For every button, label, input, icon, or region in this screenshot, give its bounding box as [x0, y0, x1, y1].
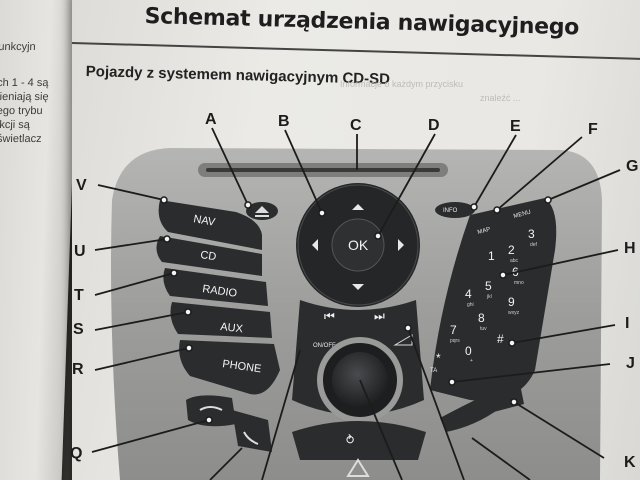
callout-d: D — [428, 117, 440, 134]
hazard-icon — [346, 458, 370, 477]
callout-h: H — [624, 240, 636, 257]
info-label: INFO — [443, 208, 458, 214]
radio-label: RADIO — [202, 283, 239, 300]
left-arrow-icon — [312, 239, 318, 251]
next-track-icon: ⏭ — [374, 309, 385, 323]
aux-button[interactable] — [170, 302, 272, 338]
onoff-label: ON/OFF — [313, 343, 336, 349]
callout-a: A — [205, 111, 217, 128]
climate-button[interactable] — [292, 421, 426, 460]
key-star[interactable]: * — [436, 351, 441, 365]
key-hash[interactable]: # — [497, 332, 504, 346]
call-accept-button[interactable] — [232, 410, 272, 452]
key-5[interactable]: 5 — [485, 279, 492, 293]
key-8-letters: tuv — [480, 326, 487, 332]
cd-button[interactable] — [156, 236, 262, 276]
callout-k: K — [624, 454, 636, 471]
previous-track-icon: ⏮ — [324, 309, 335, 323]
callout-b: B — [278, 113, 290, 130]
ghost-text-2: znaleźć ... — [480, 93, 521, 103]
leader-lines — [91, 127, 621, 480]
ok-label: OK — [348, 237, 369, 253]
callout-e: E — [510, 118, 521, 135]
ok-button[interactable] — [331, 218, 385, 272]
key-4[interactable]: 4 — [465, 287, 472, 301]
cd-label: CD — [200, 249, 217, 263]
key-2[interactable]: 2 — [508, 243, 515, 257]
key-8[interactable]: 8 — [478, 311, 485, 325]
key-9-letters: wxyz — [508, 310, 520, 316]
nav-label: NAV — [192, 213, 216, 229]
key-2-letters: abc — [510, 258, 519, 264]
phone-icon — [243, 431, 259, 445]
callout-j: J — [626, 355, 635, 372]
ta-label: TA — [430, 368, 437, 374]
phone-button[interactable] — [179, 340, 280, 395]
key-7-letters: pqrs — [450, 338, 460, 344]
key-7[interactable]: 7 — [450, 323, 457, 337]
nav-button[interactable] — [158, 200, 262, 250]
callout-g: G — [626, 158, 638, 175]
key-4-letters: ghi — [467, 302, 474, 308]
mode-buttons: NAV CD RADIO AUX PHONE — [156, 200, 280, 395]
key-0[interactable]: 0 — [465, 344, 472, 358]
callout-u: U — [74, 243, 86, 260]
key-3-letters: def — [530, 242, 538, 248]
callout-r: R — [72, 361, 84, 378]
menu-label: MENU — [513, 210, 532, 220]
key-1[interactable]: 1 — [488, 249, 495, 263]
key-0-letters: + — [470, 358, 473, 364]
phone-label: PHONE — [222, 358, 262, 375]
call-reject-button[interactable] — [186, 395, 236, 427]
eject-icon — [255, 206, 269, 217]
radio-button[interactable] — [163, 268, 268, 306]
recirculation-icon: ⥁ — [346, 433, 354, 447]
key-6-letters: mno — [514, 280, 524, 286]
callout-labels: A B C D E F G H I J K Q R S T U V — [70, 111, 638, 471]
callout-t: T — [74, 287, 84, 304]
key-3[interactable]: 3 — [528, 227, 535, 241]
callout-s: S — [73, 321, 84, 338]
callout-c: C — [350, 117, 362, 134]
callout-q: Q — [70, 445, 82, 462]
up-arrow-icon — [352, 204, 364, 210]
callout-v: V — [76, 177, 87, 194]
hangup-icon — [199, 406, 223, 411]
aux-label: AUX — [220, 321, 244, 335]
key-5-letters: jkl — [486, 294, 492, 300]
right-phone-button[interactable] — [478, 384, 524, 414]
map-label: MAP — [477, 227, 491, 236]
ghost-text-1: Informacje o każdym przycisku — [340, 79, 464, 89]
info-button[interactable] — [435, 202, 475, 218]
callout-f: F — [588, 121, 598, 138]
key-9[interactable]: 9 — [508, 295, 515, 309]
keypad — [430, 198, 557, 401]
right-arrow-icon — [398, 239, 404, 251]
callout-i: I — [625, 315, 629, 332]
down-arrow-icon — [352, 284, 364, 290]
leader-dots — [160, 196, 552, 424]
